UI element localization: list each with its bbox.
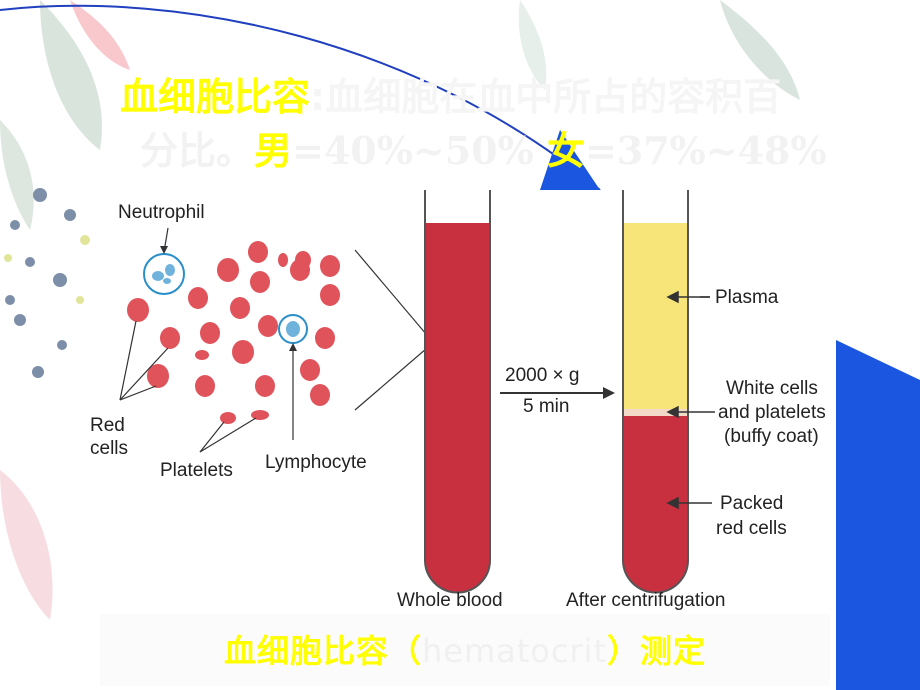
arrowheads [160,246,297,351]
male-label: 男 [254,129,293,173]
platelets-label: Platelets [160,460,233,481]
lymphocyte-label: Lymphocyte [265,452,367,473]
dot-decoration [4,235,90,304]
centrifuge-speed-label: 2000 × g [505,365,580,386]
caption-pre: 血细胞比容（ [223,632,422,670]
layer-arrows [666,290,715,510]
leaf-decoration [518,0,547,90]
red-cells-label-2: cells [90,438,129,459]
buffy-coat-label-1: White cells [726,378,818,399]
figure-drawing [119,190,715,594]
buffy-coat-label-2: and platelets [718,402,826,423]
dot-decoration [5,188,76,378]
female-range: =37%~48% [584,128,827,173]
centrifuge-arrow [500,387,615,399]
slide-title: 血细胞比容:血细胞在血中所占的容积百 [120,72,840,122]
leaf-decoration [40,0,102,150]
arc-decoration [0,4,601,191]
neutrophil-cell [143,253,185,295]
leaf-decoration [720,0,800,100]
title-highlight: 血细胞比容 [120,75,311,119]
caption-bar: 血细胞比容（hematocrit）测定 [100,614,830,686]
title-text: 分比。 [140,128,255,173]
female-label: 女 [546,129,585,173]
plasma-label: Plasma [715,287,779,308]
triangle-decoration [540,130,600,190]
male-range: =40%~50% [292,128,534,173]
caption-term: hematocrit [421,632,608,670]
leaf-decoration [70,0,130,70]
leaf-decoration [0,470,53,620]
tube-whole-blood [424,190,491,594]
title-line-2: 分比。男=40%~50% 女=37%~48% [140,126,827,176]
lymphocyte-cell [278,314,308,344]
after-centrifugation-label: After centrifugation [566,590,726,611]
hematocrit-figure: Neutrophil Red cells Platelets Lymphocyt… [90,190,836,611]
whole-blood-label: Whole blood [397,590,503,611]
red-cells-label-1: Red [90,415,125,436]
title-text: :血细胞在血中所占的容积百 [310,75,782,119]
neutrophil-label: Neutrophil [118,202,205,223]
caption-post: ）测定 [607,632,707,670]
figure-caption: 血细胞比容（hematocrit）测定 [100,626,830,672]
leaf-decoration [0,120,34,230]
triangle-decoration [836,340,920,690]
centrifuge-time-label: 5 min [523,396,570,417]
packed-cells-label-2: red cells [716,518,787,539]
packed-cells-label-1: Packed [720,493,784,514]
buffy-coat-label-3: (buffy coat) [724,426,819,447]
tube-after-centrifugation [622,190,689,594]
red-cells [127,241,340,424]
